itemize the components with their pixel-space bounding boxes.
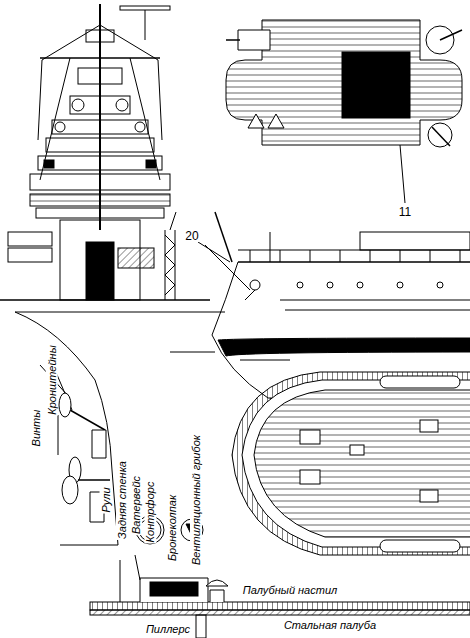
part-label: Вентиляционный грибок <box>190 434 202 566</box>
part-label: Палубный настил <box>242 584 338 596</box>
part-label: Контрфорс <box>144 481 156 544</box>
part-label: Стальная палуба <box>283 619 377 631</box>
part-label: Ватервейс <box>130 475 142 535</box>
part-label: Пиллерс <box>145 623 191 635</box>
callout-number: 20 <box>184 230 199 242</box>
part-label: Винты <box>30 409 42 448</box>
part-label: Кронштейны <box>46 344 58 415</box>
part-label: Рули <box>100 486 112 513</box>
part-label: Задняя стенка <box>116 460 128 540</box>
part-label: Бронеколпак <box>166 494 178 562</box>
callout-number: 11 <box>398 206 412 218</box>
